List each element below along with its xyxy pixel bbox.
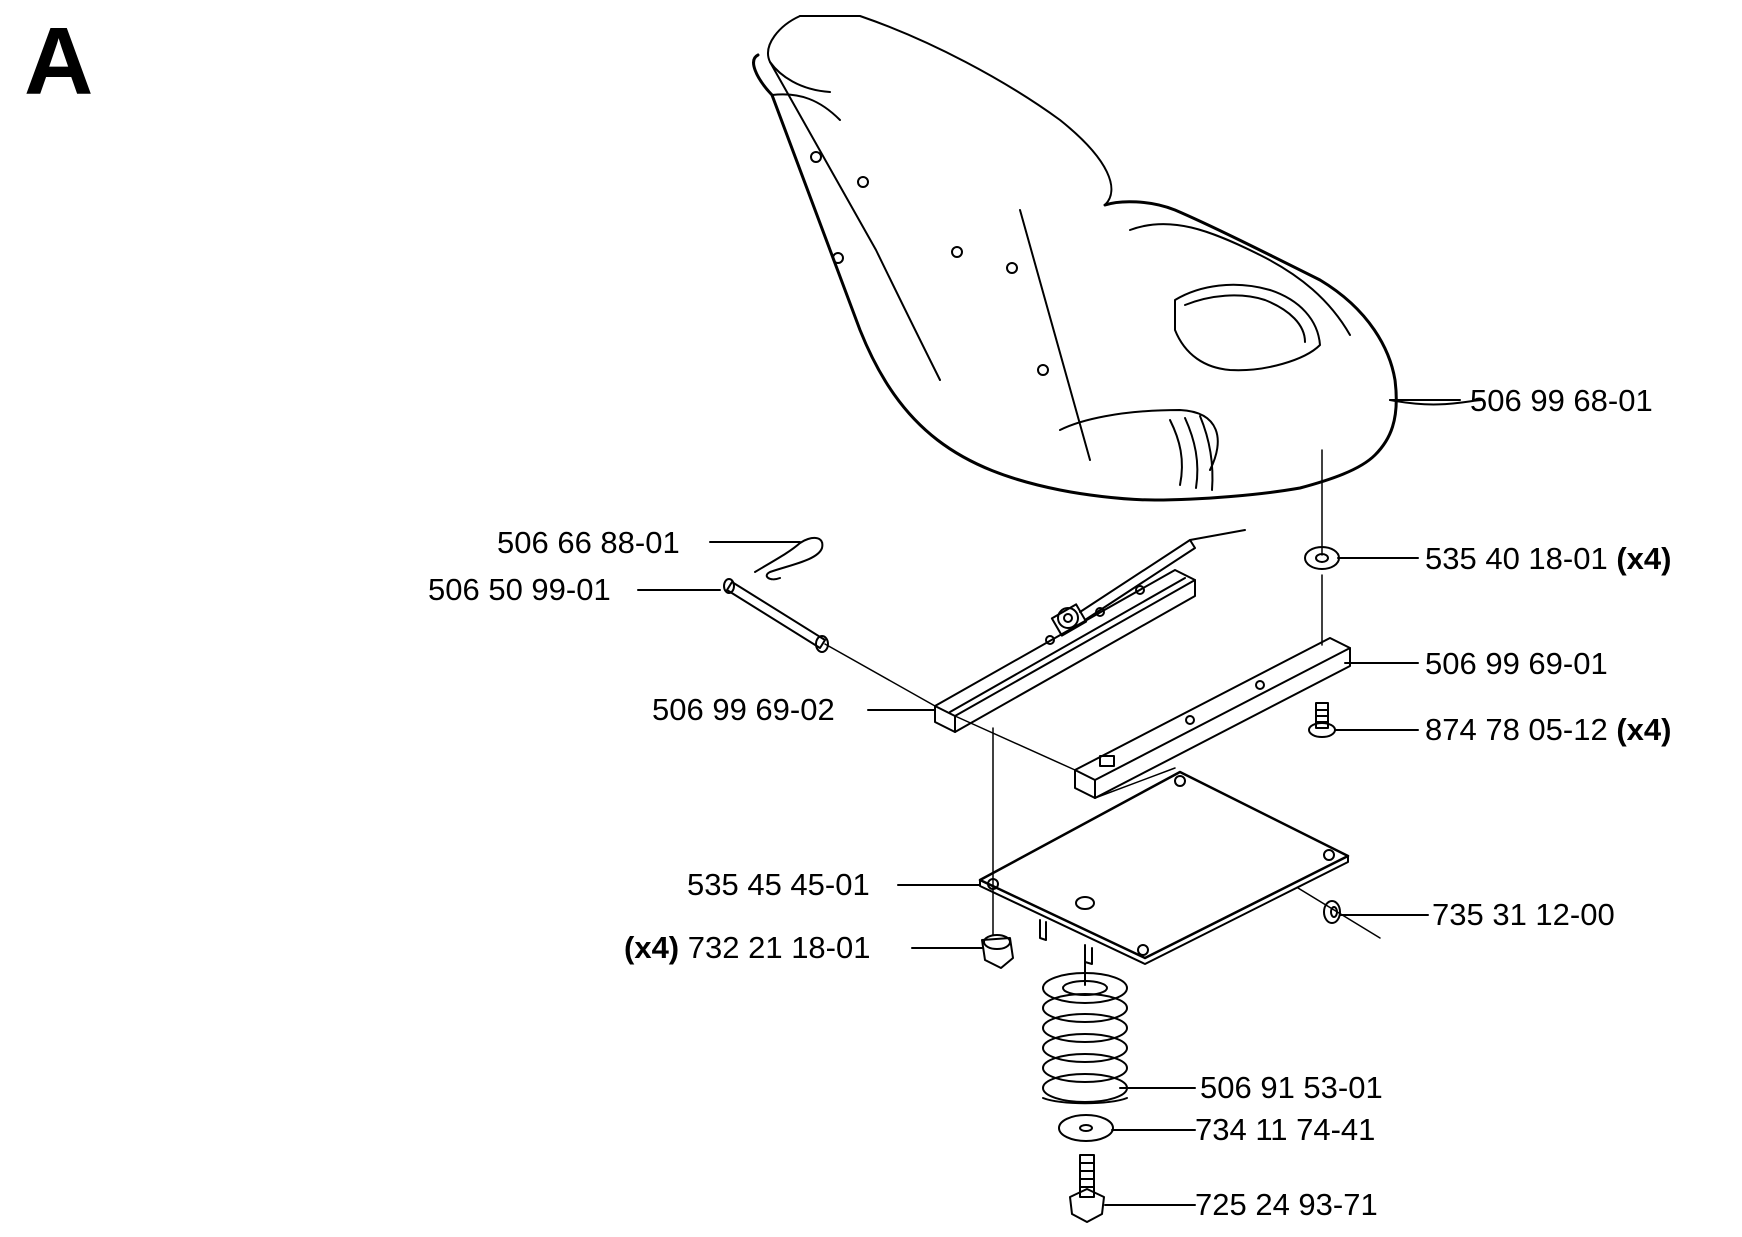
- nut-small-shape: [1323, 900, 1341, 924]
- part-number: 506 99 69-02: [652, 692, 835, 727]
- part-label-nut-small: 735 31 12-00: [1432, 899, 1615, 930]
- spring-shape: [1042, 949, 1128, 1105]
- part-label-pin: 506 50 99-01: [428, 574, 611, 605]
- part-label-seat: 506 99 68-01: [1470, 385, 1653, 416]
- left-rail-shape: [934, 529, 1246, 733]
- part-number: 535 40 18-01: [1425, 541, 1608, 576]
- part-label-hairpin-clip: 506 66 88-01: [497, 527, 680, 558]
- part-label-seat-plate: 535 45 45-01: [687, 869, 870, 900]
- part-number: 874 78 05-12: [1425, 712, 1608, 747]
- part-number: 725 24 93-71: [1195, 1187, 1378, 1222]
- part-number: 506 99 69-01: [1425, 646, 1608, 681]
- part-number: 735 31 12-00: [1432, 897, 1615, 932]
- part-label-lock-nut: (x4) 732 21 18-01: [624, 932, 870, 963]
- part-number: 506 99 68-01: [1470, 383, 1653, 418]
- washer-bottom-shape: [1058, 1114, 1114, 1142]
- part-label-washer-top: 535 40 18-01 (x4): [1425, 543, 1671, 574]
- hairpin-clip-shape: [754, 537, 824, 581]
- part-label-left-rail: 506 99 69-02: [652, 694, 835, 725]
- part-label-bolt: 725 24 93-71: [1195, 1189, 1378, 1220]
- part-label-washer-bottom: 734 11 74-41: [1195, 1114, 1375, 1145]
- part-number: 506 91 53-01: [1200, 1070, 1383, 1105]
- seat-plate-shape: [978, 770, 1381, 965]
- bolt-shape: [1069, 1154, 1105, 1223]
- part-label-right-rail: 506 99 69-01: [1425, 648, 1608, 679]
- part-number: 506 50 99-01: [428, 572, 611, 607]
- part-number: 734 11 74-41: [1195, 1112, 1376, 1147]
- seat-shell: [752, 15, 1483, 502]
- washer-top-shape: [1304, 546, 1340, 570]
- screw-shape: [1308, 702, 1336, 738]
- lock-nut-shape: [981, 934, 1014, 969]
- part-number: 535 45 45-01: [687, 867, 870, 902]
- pin-shape: [723, 578, 936, 707]
- section-letter: A: [24, 8, 94, 115]
- part-label-spring: 506 91 53-01: [1200, 1072, 1383, 1103]
- quantity: (x4): [624, 930, 680, 965]
- part-number: 506 66 88-01: [497, 525, 680, 560]
- quantity: (x4): [1616, 712, 1672, 747]
- part-number: 732 21 18-01: [687, 930, 871, 965]
- right-rail-shape: [954, 637, 1351, 799]
- quantity: (x4): [1616, 541, 1672, 576]
- part-label-screw: 874 78 05-12 (x4): [1425, 714, 1671, 745]
